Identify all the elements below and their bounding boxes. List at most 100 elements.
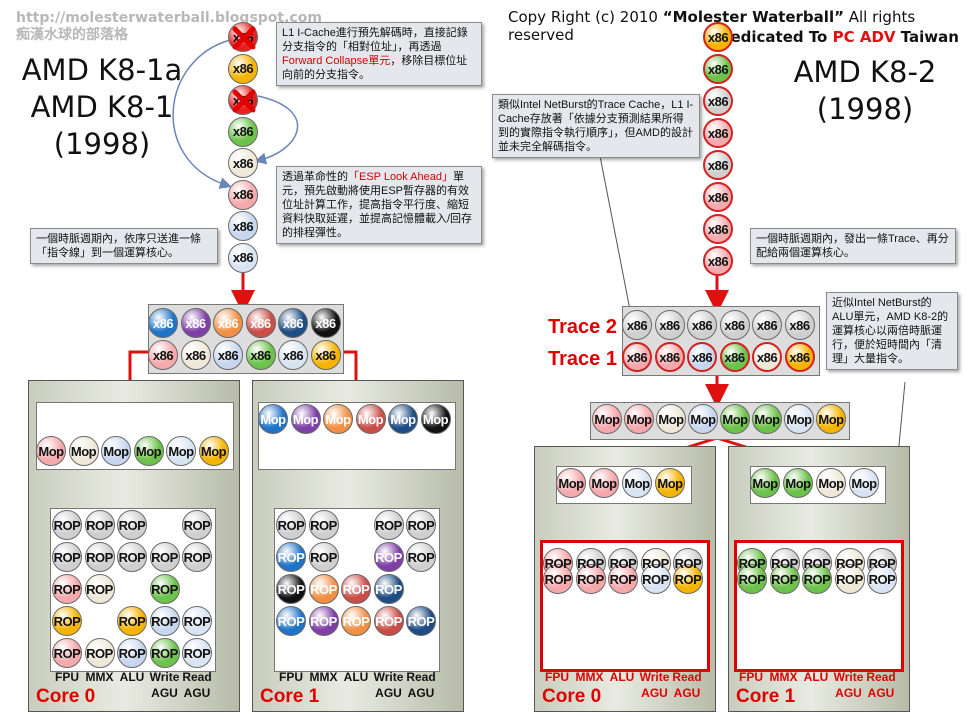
unit-label: MMX: [309, 670, 338, 684]
left-column-x86: x86: [228, 148, 258, 178]
ball-label: ROP: [118, 549, 146, 565]
right-mop: Mop: [688, 404, 718, 434]
left-core1-rop: ROP: [341, 606, 371, 636]
ball-label: Mop: [594, 411, 620, 427]
ball-label: x86: [232, 187, 254, 202]
trace2-x86: x86: [784, 310, 815, 340]
right-mop: Mop: [752, 404, 782, 434]
right-mop: Mop: [624, 404, 654, 434]
left-column-x86: x86: [228, 116, 258, 147]
ball-label: ROP: [836, 555, 863, 571]
left-core0-rop: ROP: [52, 542, 82, 572]
left-core0-rop: ROP: [149, 574, 180, 604]
ball-label: x86: [724, 317, 745, 333]
right-core1-rop: ROP: [769, 564, 800, 594]
left-core1-rop: ROP: [276, 510, 306, 540]
left-column-x86: x86: [228, 53, 258, 84]
ball-label: x86: [282, 315, 304, 331]
ball-label: ROP: [277, 517, 305, 533]
left-core1-rop: ROP: [341, 574, 371, 604]
ball-label: x86: [250, 315, 271, 331]
right-core1-rop: ROP: [834, 564, 865, 594]
left-x86-tray: [148, 304, 344, 374]
right-core0-rop: ROP: [575, 564, 606, 594]
copyright: Copy Right (c) 2010 “Molester Waterball”…: [508, 8, 979, 44]
branch-curve-1: [172, 39, 232, 189]
ball-label: ROP: [151, 645, 178, 661]
ball-label: ROP: [544, 555, 572, 571]
ball-label: Mop: [754, 411, 780, 427]
ball-label: x86: [315, 315, 336, 331]
left-title-line1: AMD K8-1a: [21, 53, 183, 87]
left-core1-mop: Mop: [290, 404, 321, 434]
ball-label: ROP: [118, 645, 146, 661]
left-tray-x86: x86: [310, 308, 341, 338]
ball-label: ROP: [183, 613, 211, 629]
note-esp-lookahead: 透過革命性的「ESP Look Ahead」單元，預先啟動將使用ESP暫存器的有…: [276, 166, 482, 244]
left-tray-x86: x86: [180, 340, 211, 370]
left-core0-rop: ROP: [52, 510, 82, 540]
right-title: AMD K8-2 (1998): [780, 54, 950, 128]
ball-label: ROP: [86, 549, 113, 565]
unit-label-sub: AGU: [867, 686, 895, 700]
unit-label: Read: [406, 670, 436, 684]
ball-label: x86: [691, 317, 713, 333]
right-core1-rop: ROP: [834, 548, 865, 578]
right-title-line1: AMD K8-2: [793, 55, 937, 89]
right-column-x86: x86: [703, 118, 733, 148]
ball-label: x86: [707, 125, 729, 141]
right-mop: Mop: [720, 404, 750, 434]
ball-label: Mop: [626, 411, 652, 427]
ball-label: Mop: [558, 475, 584, 491]
ball-label: Mop: [785, 475, 811, 491]
left-tray-x86: x86: [180, 308, 211, 338]
ball-label: ROP: [151, 613, 178, 629]
left-core0-mop: Mop: [133, 436, 164, 466]
ball-label: x86: [217, 347, 239, 363]
unit-label: ALU: [609, 670, 635, 684]
ball-label: x86: [250, 347, 271, 363]
unit-label-sub: AGU: [641, 686, 668, 700]
left-core0-rop: ROP: [117, 606, 147, 636]
ball-label: ROP: [277, 581, 305, 597]
left-core0-label: Core 0: [36, 686, 96, 707]
ball-label: ROP: [375, 613, 402, 629]
left-tray-x86: x86: [245, 308, 276, 338]
ball-label: ROP: [310, 581, 337, 597]
ball-label: ROP: [674, 555, 702, 571]
left-core1-rop: ROP: [276, 606, 306, 636]
right-mop: Mop: [656, 404, 686, 434]
copyright-prefix: Copy Right (c) 2010: [508, 8, 658, 26]
left-column-x86: x86: [228, 85, 258, 115]
ball-label: Mop: [325, 411, 351, 427]
ball-label: ROP: [151, 549, 178, 565]
unit-label-sub: AGU: [407, 686, 435, 700]
ball-label: x86: [707, 61, 729, 77]
left-core1-rop: ROP: [373, 542, 404, 572]
left-core0-rop: ROP: [117, 542, 147, 572]
right-core0-rop: ROP: [673, 564, 703, 594]
right-core0-mop: Mop: [655, 468, 685, 498]
left-core1-rop: ROP: [406, 606, 436, 636]
ball-label: x86: [707, 253, 729, 269]
ball-label: x86: [659, 349, 680, 365]
ball-label: ROP: [151, 581, 178, 597]
ball-label: x86: [232, 124, 254, 139]
ball-label: ROP: [609, 571, 637, 587]
note-left-one-cycle: 一個時脈週期內，依序只送進一條「指令線」到一個運算核心。: [30, 228, 218, 264]
ball-label: ROP: [577, 555, 604, 571]
ball-label: Mop: [200, 443, 227, 459]
ball-label: x86: [707, 29, 729, 45]
trace1-x86: x86: [622, 342, 652, 372]
ball-label: Mop: [657, 475, 683, 491]
left-column-x86: x86: [228, 211, 258, 241]
ball-label: ROP: [310, 613, 337, 629]
ball-label: x86: [707, 189, 729, 205]
right-core1-rop: ROP: [867, 564, 897, 594]
unit-label: Write: [639, 670, 670, 684]
trace1-x86: x86: [687, 342, 717, 372]
note-right-one-cycle-text: 一個時脈週期內，發出一條Trace、再分配給兩個運算核心。: [756, 233, 949, 259]
ball-label: ROP: [342, 613, 370, 629]
ball-label: ROP: [183, 517, 211, 533]
